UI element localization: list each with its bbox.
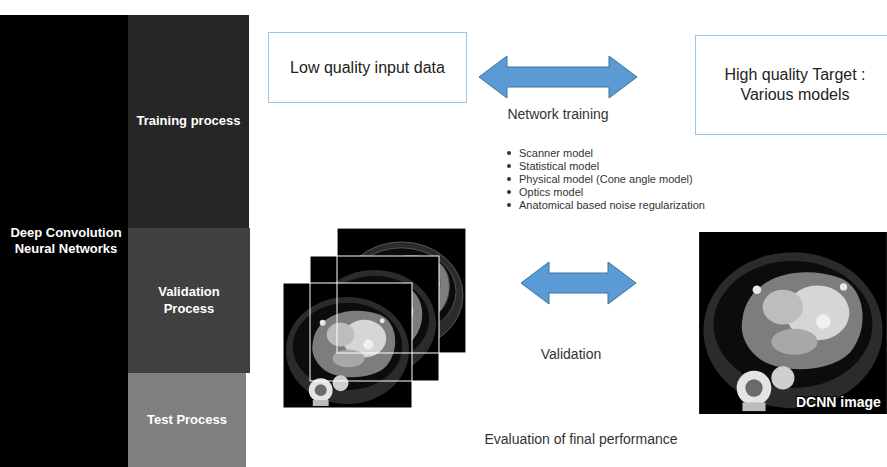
node-text: Deep Convolution Neural Networks [6, 225, 126, 258]
process-band: Test Process [128, 373, 246, 467]
bullet-dot [507, 203, 511, 207]
bullet-dot [507, 177, 511, 181]
process-band: Validation Process [128, 228, 250, 373]
model-list-item: Optics model [507, 186, 583, 198]
model-list-item: Physical model (Cone angle model) [507, 173, 693, 185]
dcnn-ct-image [699, 232, 887, 414]
label-text: Evaluation of final performance [485, 431, 678, 447]
double-arrow-connector [479, 56, 637, 98]
label-text: Scanner model [519, 147, 593, 159]
data-box: High quality Target : Various models [695, 35, 887, 135]
model-list-item: Statistical model [507, 160, 599, 172]
label-text: Physical model (Cone angle model) [519, 173, 693, 185]
ct-slice-edge [283, 283, 412, 408]
model-list-item: Scanner model [507, 147, 593, 159]
bullet-dot [507, 164, 511, 168]
label-text: Statistical model [519, 160, 599, 172]
node-text: High quality Target : Various models [720, 65, 870, 105]
validation-double-arrow [521, 262, 636, 304]
label-text: Optics model [519, 186, 583, 198]
process-label: Evaluation of final performance [485, 431, 678, 447]
label-text: Validation [541, 346, 601, 362]
node-text: Training process [136, 113, 240, 129]
node-text: Low quality input data [290, 58, 445, 78]
label-text: DCNN image [796, 394, 881, 410]
ct-slice-front [283, 283, 412, 408]
model-list-item: Anatomical based noise regularization [507, 199, 705, 211]
label-text: Anatomical based noise regularization [519, 199, 705, 211]
image-caption: DCNN image [796, 394, 881, 410]
ct-slice-edge [310, 256, 439, 381]
edge-label: Network training [507, 106, 608, 122]
data-box: Low quality input data [268, 32, 467, 103]
network-column: Deep Convolution Neural Networks [0, 15, 132, 467]
process-band: Training process [128, 15, 249, 228]
bullet-dot [507, 190, 511, 194]
ct-slice-edge [337, 228, 466, 353]
node-text: Test Process [147, 412, 227, 428]
process-label: Validation [541, 346, 601, 362]
node-text: Validation Process [134, 284, 244, 317]
bullet-dot [507, 151, 511, 155]
